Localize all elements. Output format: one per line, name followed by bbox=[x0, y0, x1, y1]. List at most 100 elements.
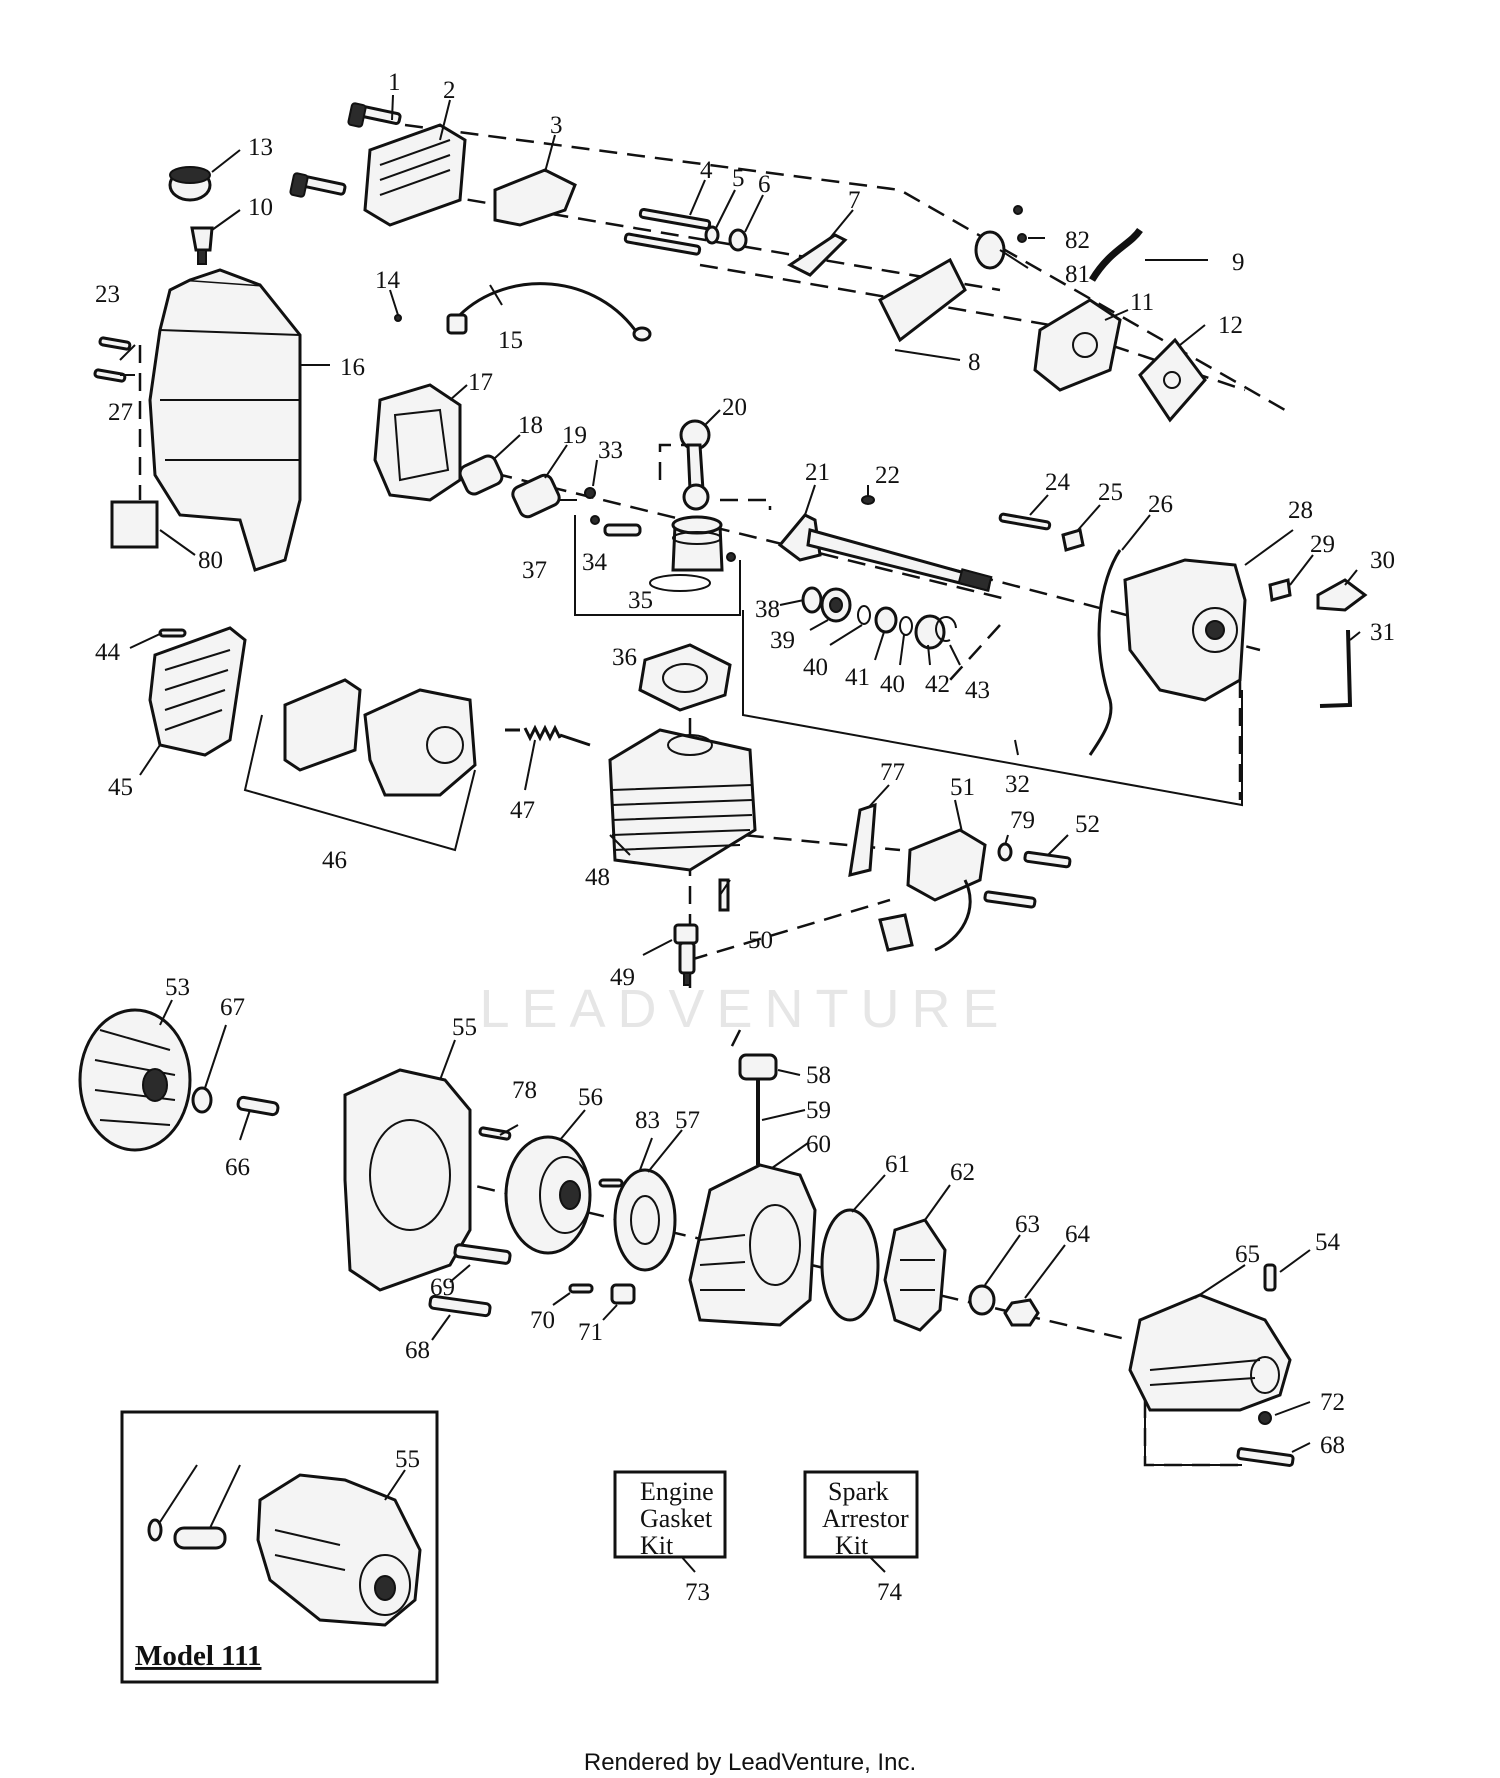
callout-42: 42 bbox=[925, 671, 950, 698]
callout-40a: 40 bbox=[803, 654, 828, 681]
callout-77: 77 bbox=[880, 759, 905, 786]
callout-78: 78 bbox=[512, 1077, 537, 1104]
part-51-ignition-module bbox=[878, 828, 987, 952]
callout-3: 3 bbox=[550, 112, 563, 139]
part-62-shoes bbox=[883, 1218, 947, 1332]
callout-51: 51 bbox=[950, 774, 975, 801]
callout-54: 54 bbox=[1315, 1229, 1341, 1256]
callout-52: 52 bbox=[1075, 811, 1100, 838]
callout-36: 36 bbox=[612, 644, 637, 671]
part-22-key bbox=[861, 495, 875, 505]
part-19-plate bbox=[511, 473, 561, 519]
callout-39: 39 bbox=[770, 627, 795, 654]
part-56-pulley bbox=[504, 1135, 592, 1255]
watermark: LEADVENTURE bbox=[479, 979, 1010, 1039]
part-46-air-filter bbox=[283, 678, 477, 797]
callout-81: 81 bbox=[1065, 261, 1090, 288]
part-61-plate bbox=[820, 1208, 880, 1322]
part-33-bearing bbox=[584, 487, 596, 499]
part-2-muffler-cover bbox=[363, 123, 467, 227]
callout-15: 15 bbox=[498, 327, 523, 354]
part-18-plate bbox=[458, 454, 504, 496]
part-81-82-fitting bbox=[974, 205, 1027, 270]
part-21-crankshaft bbox=[777, 513, 993, 592]
callout-73: 73 bbox=[685, 1579, 710, 1606]
part-38-seal bbox=[801, 586, 823, 614]
callout-29: 29 bbox=[1310, 531, 1335, 558]
part-1-screw bbox=[289, 102, 402, 198]
leader-lines bbox=[119, 94, 1361, 1573]
callout-11: 11 bbox=[1130, 289, 1154, 316]
callout-16: 16 bbox=[340, 354, 365, 381]
part-34-pin bbox=[590, 515, 642, 537]
part-4-bolts bbox=[623, 207, 712, 256]
callout-57: 57 bbox=[675, 1107, 700, 1134]
part-69-bolt bbox=[453, 1243, 512, 1265]
part-48-cylinder bbox=[608, 728, 757, 872]
part-80-label bbox=[110, 500, 159, 549]
callout-41: 41 bbox=[845, 664, 870, 691]
callout-61: 61 bbox=[885, 1151, 910, 1178]
part-47-spring bbox=[505, 724, 591, 747]
callout-20: 20 bbox=[722, 394, 747, 421]
callout-53: 53 bbox=[165, 974, 190, 1001]
kit-engine-gasket: Engine Gasket Kit bbox=[613, 1470, 727, 1560]
callout-64: 64 bbox=[1065, 1221, 1091, 1248]
callout-58: 58 bbox=[806, 1062, 831, 1089]
callout-48: 48 bbox=[585, 864, 610, 891]
part-55-housing bbox=[343, 1068, 472, 1292]
kit-line-2: Gasket bbox=[640, 1504, 713, 1533]
part-45-air-filter-cover bbox=[148, 626, 247, 757]
callout-69: 69 bbox=[430, 1274, 455, 1301]
part-8-gasket-plate bbox=[878, 257, 967, 343]
part-11-carburetor bbox=[1033, 298, 1122, 392]
callout-45: 45 bbox=[108, 774, 133, 801]
kit-line-3: Kit bbox=[835, 1531, 869, 1560]
callout-25: 25 bbox=[1098, 479, 1123, 506]
callout-33: 33 bbox=[598, 437, 623, 464]
callout-19: 19 bbox=[562, 422, 587, 449]
part-60-starter-housing bbox=[688, 1163, 817, 1327]
callout-17: 17 bbox=[468, 369, 493, 396]
callout-68b: 68 bbox=[1320, 1432, 1345, 1459]
part-31-wrench bbox=[1319, 629, 1353, 708]
callout-37: 37 bbox=[522, 557, 547, 584]
callout-35: 35 bbox=[628, 587, 653, 614]
kit-box bbox=[803, 1470, 919, 1559]
callout-14: 14 bbox=[375, 267, 401, 294]
kit-box bbox=[613, 1470, 727, 1559]
callout-63: 63 bbox=[1015, 1211, 1040, 1238]
callout-31: 31 bbox=[1370, 619, 1395, 646]
callout-21: 21 bbox=[805, 459, 830, 486]
part-25-clip bbox=[1061, 528, 1085, 552]
part-7-bracket bbox=[787, 233, 848, 277]
part-12-gasket bbox=[1138, 337, 1207, 423]
part-40-41-washers bbox=[857, 605, 913, 636]
part-26-wire bbox=[1088, 549, 1122, 756]
part-77-clip bbox=[848, 802, 877, 878]
part-43-snap-ring bbox=[935, 616, 957, 642]
part-5-washer bbox=[704, 225, 720, 245]
part-13-knob bbox=[168, 166, 212, 202]
callout-30: 30 bbox=[1370, 547, 1395, 574]
callout-12: 12 bbox=[1218, 312, 1243, 339]
callout-24: 24 bbox=[1045, 469, 1071, 496]
callout-27: 27 bbox=[108, 399, 133, 426]
part-36-gasket bbox=[638, 643, 732, 712]
part-49-spark-plug bbox=[673, 923, 699, 986]
callout-60: 60 bbox=[806, 1131, 831, 1158]
kit-line-1: Engine bbox=[640, 1477, 714, 1506]
callout-74: 74 bbox=[877, 1579, 903, 1606]
callout-22: 22 bbox=[875, 462, 900, 489]
callout-28: 28 bbox=[1288, 497, 1313, 524]
part-17-gasket bbox=[373, 383, 462, 502]
part-65-clutch-cover bbox=[1128, 1293, 1292, 1412]
callout-49: 49 bbox=[610, 964, 635, 991]
part-67-washer bbox=[191, 1086, 213, 1114]
part-6-washer bbox=[728, 228, 748, 252]
callout-43: 43 bbox=[965, 677, 990, 704]
callout-38: 38 bbox=[755, 596, 780, 623]
callout-47: 47 bbox=[510, 797, 535, 824]
part-83-screw bbox=[598, 1178, 624, 1188]
